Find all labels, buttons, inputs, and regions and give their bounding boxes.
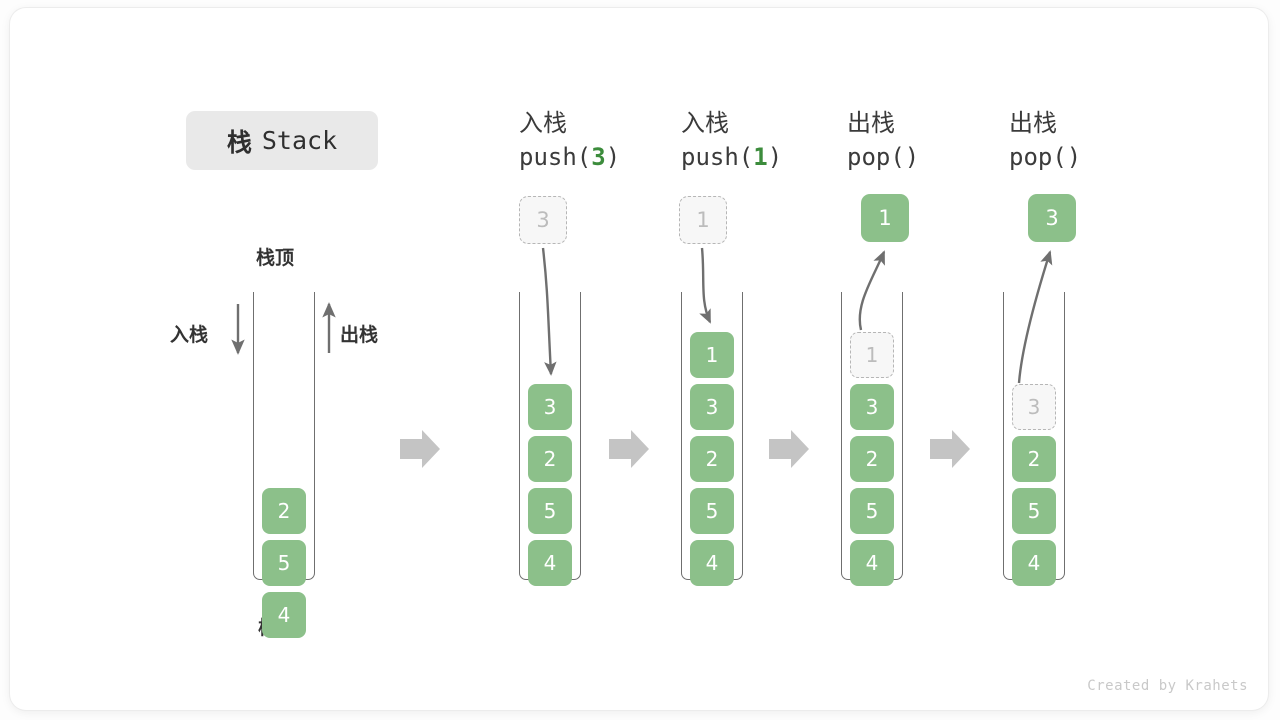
stack-cell: 5: [262, 540, 306, 586]
stack-cell: 4: [262, 592, 306, 638]
stack-cell: 1: [690, 332, 734, 378]
stack-cell: 2: [690, 436, 734, 482]
step-header-code: pop(): [847, 140, 1017, 174]
step-header-cn: 出栈: [847, 109, 895, 137]
step-header-pop-1: 出栈 pop(): [847, 106, 1017, 174]
step-header-code: push(1): [681, 140, 851, 174]
title-cn: 栈: [226, 127, 252, 157]
floating-element-push-1: 1: [679, 196, 727, 244]
stack-cell: 5: [528, 488, 572, 534]
code-prefix: push(: [519, 143, 592, 171]
stack-cell: 4: [850, 540, 894, 586]
step-header-code: pop(): [1009, 140, 1179, 174]
popped-element-3: 3: [1028, 194, 1076, 242]
floating-element-push-3: 3: [519, 196, 567, 244]
stack-cell: 4: [690, 540, 734, 586]
stack-cell: 3: [528, 384, 572, 430]
stack-cell: 2: [850, 436, 894, 482]
stack-cell: 4: [528, 540, 572, 586]
code-prefix: pop(: [1009, 143, 1067, 171]
stack-cell: 5: [690, 488, 734, 534]
stack-cell: 2: [528, 436, 572, 482]
stack-cell-ghost: 3: [1012, 384, 1056, 430]
code-suffix: ): [605, 143, 621, 171]
code-arg: 1: [753, 143, 768, 171]
footer-credit: Created by Krahets: [1087, 678, 1248, 694]
step-header-cn: 出栈: [1009, 109, 1057, 137]
stack-cell: 5: [1012, 488, 1056, 534]
stack-cell: 3: [690, 384, 734, 430]
code-arg: 3: [591, 143, 606, 171]
pop-direction-label: 出栈: [340, 324, 379, 346]
stack-cell: 2: [262, 488, 306, 534]
stack-cell: 2: [1012, 436, 1056, 482]
step-header-push-1: 入栈 push(1): [681, 106, 851, 174]
stack-container: [253, 292, 315, 580]
stack-top-label: 栈顶: [256, 247, 295, 269]
step-header-push-3: 入栈 push(3): [519, 106, 689, 174]
popped-element-1: 1: [861, 194, 909, 242]
step-header-cn: 入栈: [681, 109, 729, 137]
code-prefix: push(: [681, 143, 754, 171]
stack-cell-ghost: 1: [850, 332, 894, 378]
step-header-code: push(3): [519, 140, 689, 174]
stack-cell: 4: [1012, 540, 1056, 586]
title-en: Stack: [261, 126, 338, 155]
stack-cell: 3: [850, 384, 894, 430]
code-suffix: ): [767, 143, 783, 171]
code-prefix: pop(: [847, 143, 905, 171]
stack-title-badge: 栈 Stack: [186, 111, 378, 170]
code-suffix: ): [904, 143, 920, 171]
stack-cell: 5: [850, 488, 894, 534]
code-suffix: ): [1066, 143, 1082, 171]
push-direction-label: 入栈: [170, 324, 209, 346]
step-header-cn: 入栈: [519, 109, 567, 137]
step-header-pop-3: 出栈 pop(): [1009, 106, 1179, 174]
